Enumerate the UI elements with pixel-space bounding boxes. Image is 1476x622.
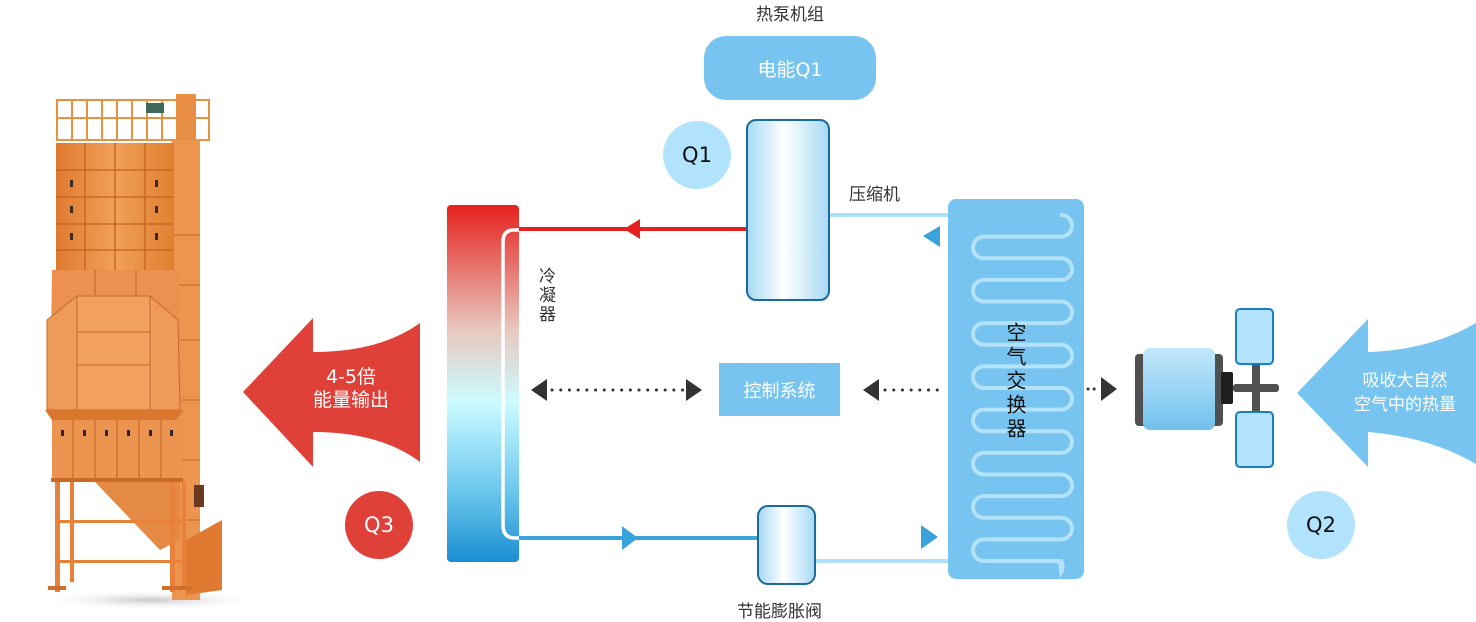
heat-input-text: 吸收大自然 空气中的热量 — [1334, 369, 1476, 417]
condenser-inner-pipe — [501, 228, 519, 540]
heat-input-arrow — [1297, 319, 1476, 467]
condenser-block — [447, 205, 519, 562]
heat-input-line1: 吸收大自然 — [1362, 371, 1448, 391]
energy-output-line1: 4-5倍 — [325, 366, 377, 388]
heat-input-line2: 空气中的热量 — [1354, 395, 1456, 415]
hot-flow-arrow — [624, 219, 640, 239]
fan-link — [1086, 377, 1117, 401]
grain-dryer-tower-icon — [35, 94, 265, 610]
control-system-box: 控制系统 — [719, 363, 840, 416]
exchanger-coil — [971, 213, 1074, 579]
energy-output-text: 4-5倍 能量输出 — [296, 366, 406, 412]
energy-output-arrow — [243, 318, 420, 467]
q3-badge: Q3 — [345, 491, 413, 559]
heat-pump-unit-title: 热泵机组 — [756, 5, 824, 25]
q1-badge: Q1 — [663, 121, 731, 189]
q2-badge: Q2 — [1287, 491, 1355, 559]
control-link-left — [531, 379, 702, 401]
expansion-valve-body — [757, 505, 816, 585]
suction-flow-arrow — [923, 226, 940, 247]
control-link-right — [863, 379, 947, 401]
energy-output-line2: 能量输出 — [312, 389, 389, 411]
fan-motor-icon — [1135, 308, 1279, 468]
compressor-tank — [746, 119, 830, 301]
electric-energy-badge: 电能Q1 — [704, 36, 876, 100]
cold-flow-arrow — [622, 526, 638, 550]
expansion-valve-label: 节能膨胀阀 — [737, 602, 822, 622]
compressor-label: 压缩机 — [849, 185, 900, 205]
liquid-flow-arrow — [921, 525, 938, 549]
air-exchanger-label: 空气交换器 — [1003, 322, 1027, 442]
condenser-label: 冷凝器 — [535, 267, 555, 324]
